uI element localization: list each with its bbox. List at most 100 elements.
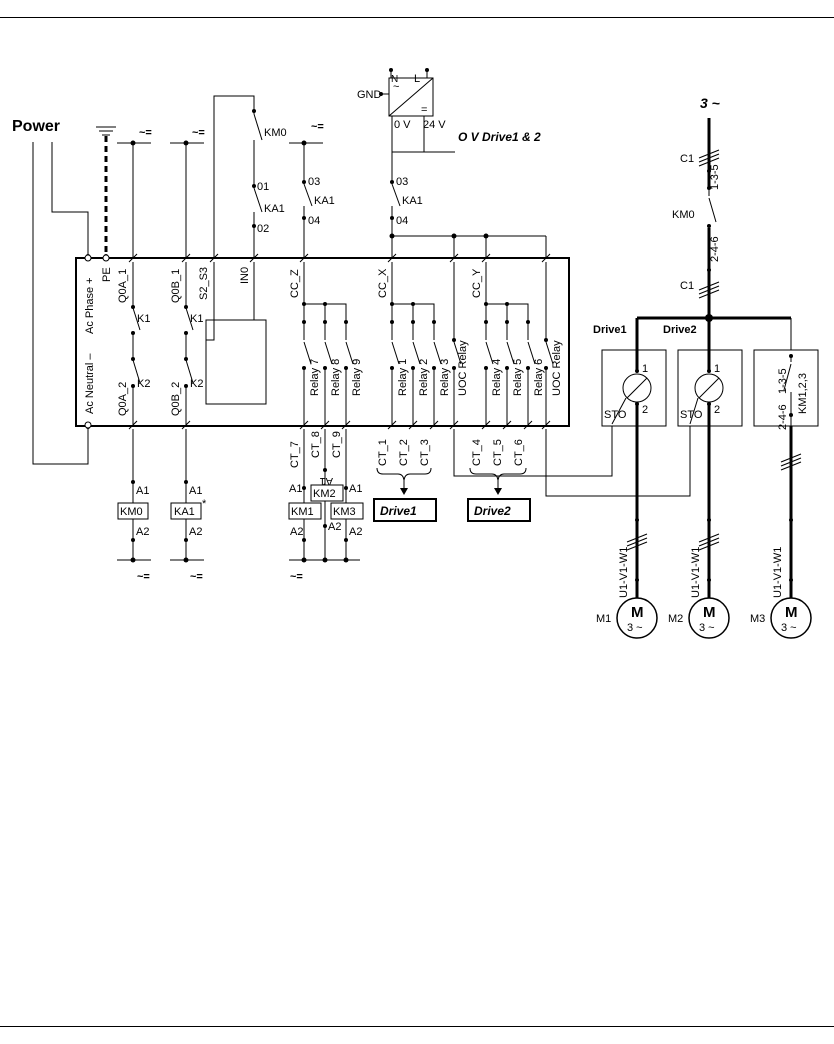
drive1-box xyxy=(373,498,437,522)
drive2-label: Drive2 xyxy=(663,324,697,336)
svg-text:A1: A1 xyxy=(189,485,202,497)
svg-text:M1: M1 xyxy=(596,613,611,625)
svg-text:3 ~: 3 ~ xyxy=(781,622,797,634)
svg-text:CC_Y: CC_Y xyxy=(471,268,483,298)
svg-text:Q0A_2: Q0A_2 xyxy=(117,382,129,416)
svg-text:S2_S3: S2_S3 xyxy=(198,267,210,300)
coil-km0 xyxy=(117,429,149,563)
svg-text:2-4-6: 2-4-6 xyxy=(709,236,721,262)
ov-drive-label: O V Drive1 & 2 xyxy=(458,130,541,144)
bottom-rule xyxy=(0,1026,834,1027)
svg-text:CT_4: CT_4 xyxy=(471,439,483,466)
svg-text:Q0B_2: Q0B_2 xyxy=(170,382,182,416)
svg-text:M: M xyxy=(703,604,716,621)
svg-text:Relay 1: Relay 1 xyxy=(397,359,409,396)
svg-text:U1-V1-W1: U1-V1-W1 xyxy=(618,547,630,598)
phase-wire xyxy=(51,142,89,258)
svg-text:2-4-6: 2-4-6 xyxy=(777,404,789,430)
svg-text:KM0: KM0 xyxy=(672,209,695,221)
drive2-box xyxy=(467,498,531,522)
svg-text:M2: M2 xyxy=(668,613,683,625)
svg-text:Drive1: Drive1 xyxy=(380,504,417,518)
svg-text:Relay 6: Relay 6 xyxy=(533,359,545,396)
controller-module xyxy=(75,257,570,427)
svg-text:Ac Neutral –: Ac Neutral – xyxy=(84,353,96,414)
svg-text:KM3: KM3 xyxy=(333,506,356,518)
svg-text:A2: A2 xyxy=(136,526,149,538)
svg-text:M3: M3 xyxy=(750,613,765,625)
svg-text:KM1,2,3: KM1,2,3 xyxy=(797,373,809,414)
svg-text:K2: K2 xyxy=(190,378,203,390)
svg-text:CT_8: CT_8 xyxy=(310,431,322,458)
svg-text:KA1: KA1 xyxy=(174,506,195,518)
coil-ka1 xyxy=(170,429,202,563)
svg-text:CC_Z: CC_Z xyxy=(289,269,301,298)
svg-text:C1: C1 xyxy=(680,153,694,165)
svg-text:CT_7: CT_7 xyxy=(289,441,301,468)
svg-text:02: 02 xyxy=(257,223,269,235)
svg-text:C1: C1 xyxy=(680,280,694,292)
svg-text:N: N xyxy=(391,74,398,85)
c1-top xyxy=(698,149,720,167)
svg-text:Relay 2: Relay 2 xyxy=(418,359,430,396)
svg-text:Relay 3: Relay 3 xyxy=(439,359,451,396)
svg-text:A2: A2 xyxy=(189,526,202,538)
svg-text:Drive2: Drive2 xyxy=(474,504,511,518)
svg-text:K1: K1 xyxy=(137,313,150,325)
ka1-label: KA1 xyxy=(264,203,285,215)
ac-dc-label: ~= xyxy=(192,127,205,139)
km0-wire xyxy=(213,95,255,258)
sto-wire-1 xyxy=(453,425,613,477)
svg-text:03: 03 xyxy=(396,176,408,188)
svg-text:CT_3: CT_3 xyxy=(419,439,431,466)
svg-text:Relay 5: Relay 5 xyxy=(512,359,524,396)
svg-text:04: 04 xyxy=(396,215,408,227)
svg-text:CT_5: CT_5 xyxy=(492,439,504,466)
top-rule xyxy=(0,17,834,18)
svg-text:UOC Relay: UOC Relay xyxy=(457,340,469,396)
svg-text:K1: K1 xyxy=(190,313,203,325)
svg-text:1: 1 xyxy=(642,363,648,375)
svg-text:A1: A1 xyxy=(349,483,362,495)
logic-block xyxy=(205,319,267,405)
svg-text:01: 01 xyxy=(257,181,269,193)
svg-text:CT_6: CT_6 xyxy=(513,439,525,466)
svg-text:Relay 4: Relay 4 xyxy=(491,359,503,396)
svg-text:=: = xyxy=(421,104,427,116)
svg-text:~=: ~= xyxy=(290,571,303,583)
svg-text:Q0A_1: Q0A_1 xyxy=(117,269,129,303)
svg-text:Relay 7: Relay 7 xyxy=(309,359,321,396)
svg-text:*: * xyxy=(202,498,207,510)
ka1-label: KA1 xyxy=(314,195,335,207)
svg-text:KM1: KM1 xyxy=(291,506,314,518)
svg-text:U1-V1-W1: U1-V1-W1 xyxy=(772,547,784,598)
svg-text:~=: ~= xyxy=(190,571,203,583)
terminal-markers xyxy=(84,253,551,430)
svg-text:Relay 8: Relay 8 xyxy=(330,359,342,396)
svg-text:Q0B_1: Q0B_1 xyxy=(170,269,182,303)
svg-text:2: 2 xyxy=(642,404,648,416)
svg-text:K2: K2 xyxy=(137,378,150,390)
svg-text:CC_X: CC_X xyxy=(377,268,389,298)
power-label: Power xyxy=(12,118,60,135)
svg-text:CT_2: CT_2 xyxy=(398,439,410,466)
svg-text:0 V: 0 V xyxy=(394,119,411,131)
neutral-wire xyxy=(32,142,89,465)
svg-text:A2: A2 xyxy=(349,526,362,538)
svg-text:M: M xyxy=(785,604,798,621)
coil-km1-km2-km3 xyxy=(288,429,364,563)
km123-unit xyxy=(753,349,819,427)
relay-group-z xyxy=(302,320,354,425)
ac-dc-label: ~= xyxy=(139,127,152,139)
ka1-label: KA1 xyxy=(402,195,423,207)
motor-m1 xyxy=(616,597,658,639)
svg-text:KM2: KM2 xyxy=(313,488,336,500)
svg-text:A1: A1 xyxy=(136,485,149,497)
feeder-ticks xyxy=(626,453,802,551)
svg-text:IN0: IN0 xyxy=(239,267,251,284)
svg-text:CT_1: CT_1 xyxy=(377,439,389,466)
svg-text:M: M xyxy=(631,604,644,621)
svg-text:PE: PE xyxy=(101,267,113,282)
svg-text:KM0: KM0 xyxy=(120,506,143,518)
motor-m2 xyxy=(688,597,730,639)
